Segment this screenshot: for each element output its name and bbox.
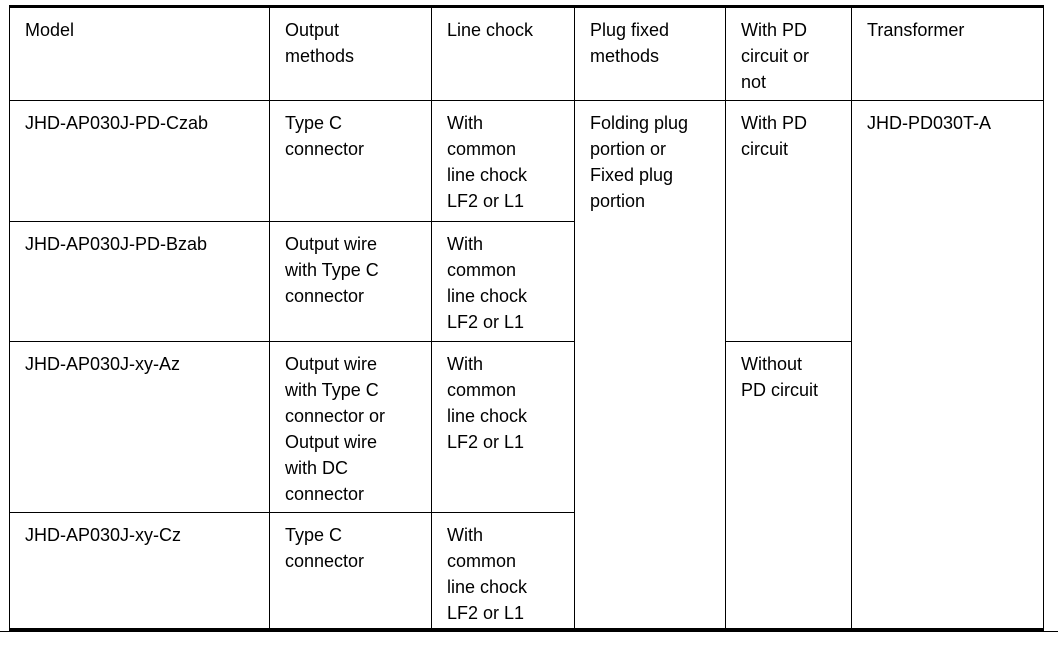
cell-with-pd-circuit: With PD circuit xyxy=(725,100,852,342)
cell-output-methods: Type C connector xyxy=(269,512,432,630)
header-cell-model: Model xyxy=(9,6,270,101)
cell-line-chock: With common line chock LF2 or L1 xyxy=(431,221,575,342)
header-cell-transformer: Transformer xyxy=(851,6,1044,101)
header-cell-output-methods: Output methods xyxy=(269,6,432,101)
bottom-page-rule xyxy=(0,631,1058,632)
table-row-xy-az: JHD-AP030J-xy-Az Output wire with Type C… xyxy=(9,341,1044,630)
cell-line-chock: With common line chock LF2 or L1 xyxy=(431,341,575,513)
cell-line-chock: With common line chock LF2 or L1 xyxy=(431,512,575,630)
cell-model: JHD-AP030J-xy-Cz xyxy=(9,512,270,630)
cell-output-methods: Output wire with Type C connector xyxy=(269,221,432,342)
table-row-czab: JHD-AP030J-PD-Czab Type C connector With… xyxy=(9,100,1044,630)
model-spec-table: Model Output methods Line chock Plug fix… xyxy=(9,5,1044,631)
cell-plug-fixed-methods: Folding plug portion or Fixed plug porti… xyxy=(574,100,726,630)
cell-without-pd-circuit: Without PD circuit xyxy=(725,341,852,630)
cell-transformer: JHD-PD030T-A xyxy=(851,100,1044,630)
cell-model: JHD-AP030J-xy-Az xyxy=(9,341,270,513)
cell-output-methods: Output wire with Type C connector or Out… xyxy=(269,341,432,513)
cell-output-methods: Type C connector xyxy=(269,100,432,222)
header-row: Model Output methods Line chock Plug fix… xyxy=(9,6,1044,101)
table-row-bzab: JHD-AP030J-PD-Bzab Output wire with Type… xyxy=(9,221,1044,342)
header-cell-pd-circuit: With PD circuit or not xyxy=(725,6,852,101)
cell-model: JHD-AP030J-PD-Czab xyxy=(9,100,270,222)
cell-line-chock: With common line chock LF2 or L1 xyxy=(431,100,575,222)
cell-model: JHD-AP030J-PD-Bzab xyxy=(9,221,270,342)
table-row-xy-cz: JHD-AP030J-xy-Cz Type C connector With c… xyxy=(9,512,1044,630)
header-cell-plug-fixed-methods: Plug fixed methods xyxy=(574,6,726,101)
header-cell-line-chock: Line chock xyxy=(431,6,575,101)
